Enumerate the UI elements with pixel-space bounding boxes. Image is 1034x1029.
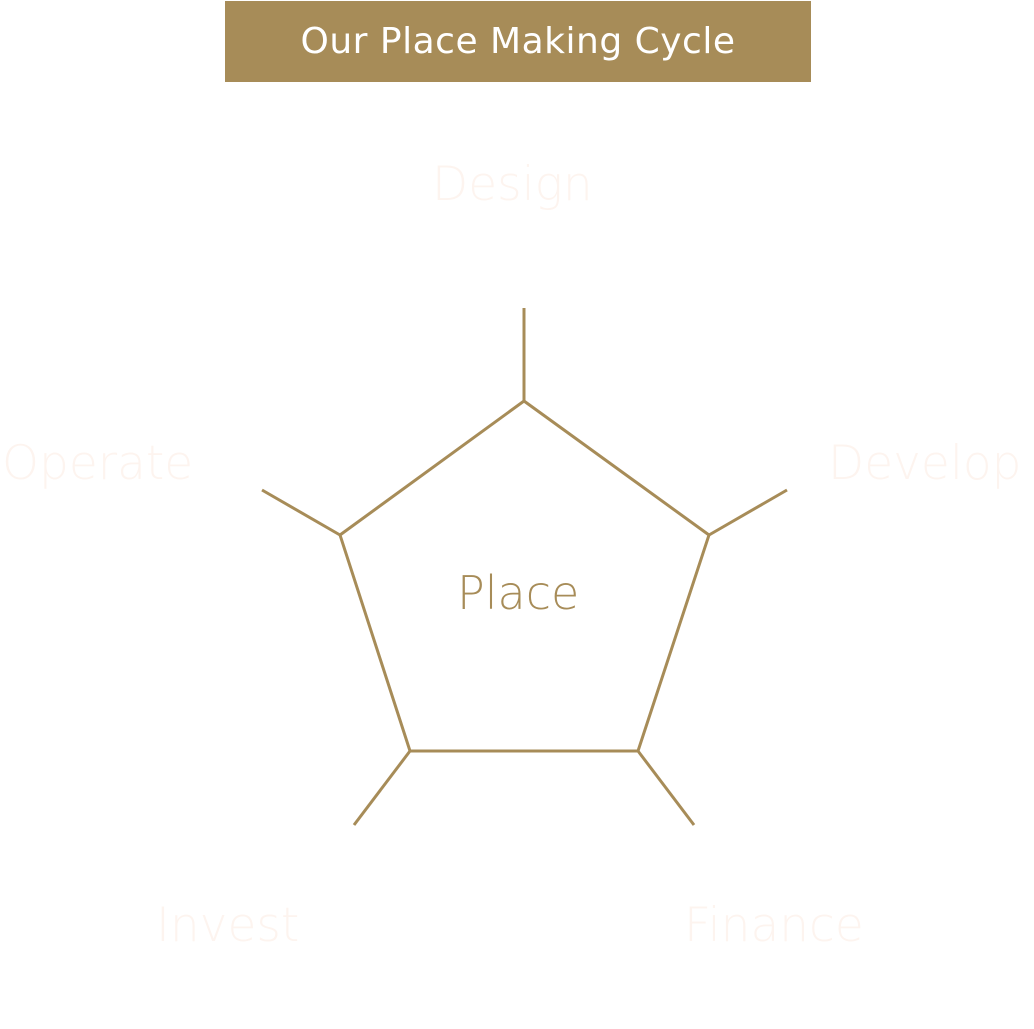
- pentagon-outline: [338, 399, 711, 753]
- connector-finance: [636, 750, 696, 826]
- stage-label-design: Design: [432, 157, 593, 212]
- stage-label-operate: Operate: [2, 436, 194, 491]
- page-title: Our Place Making Cycle: [300, 21, 736, 62]
- stage-label-invest: Invest: [156, 898, 300, 953]
- stage-label-finance: Finance: [684, 898, 864, 953]
- stage-label-develop: Develop: [828, 436, 1022, 491]
- center-label-place: Place: [457, 566, 580, 620]
- connector-invest: [352, 750, 412, 826]
- connector-operate: [261, 488, 341, 537]
- connector-develop: [708, 488, 788, 537]
- title-banner: Our Place Making Cycle: [225, 1, 811, 82]
